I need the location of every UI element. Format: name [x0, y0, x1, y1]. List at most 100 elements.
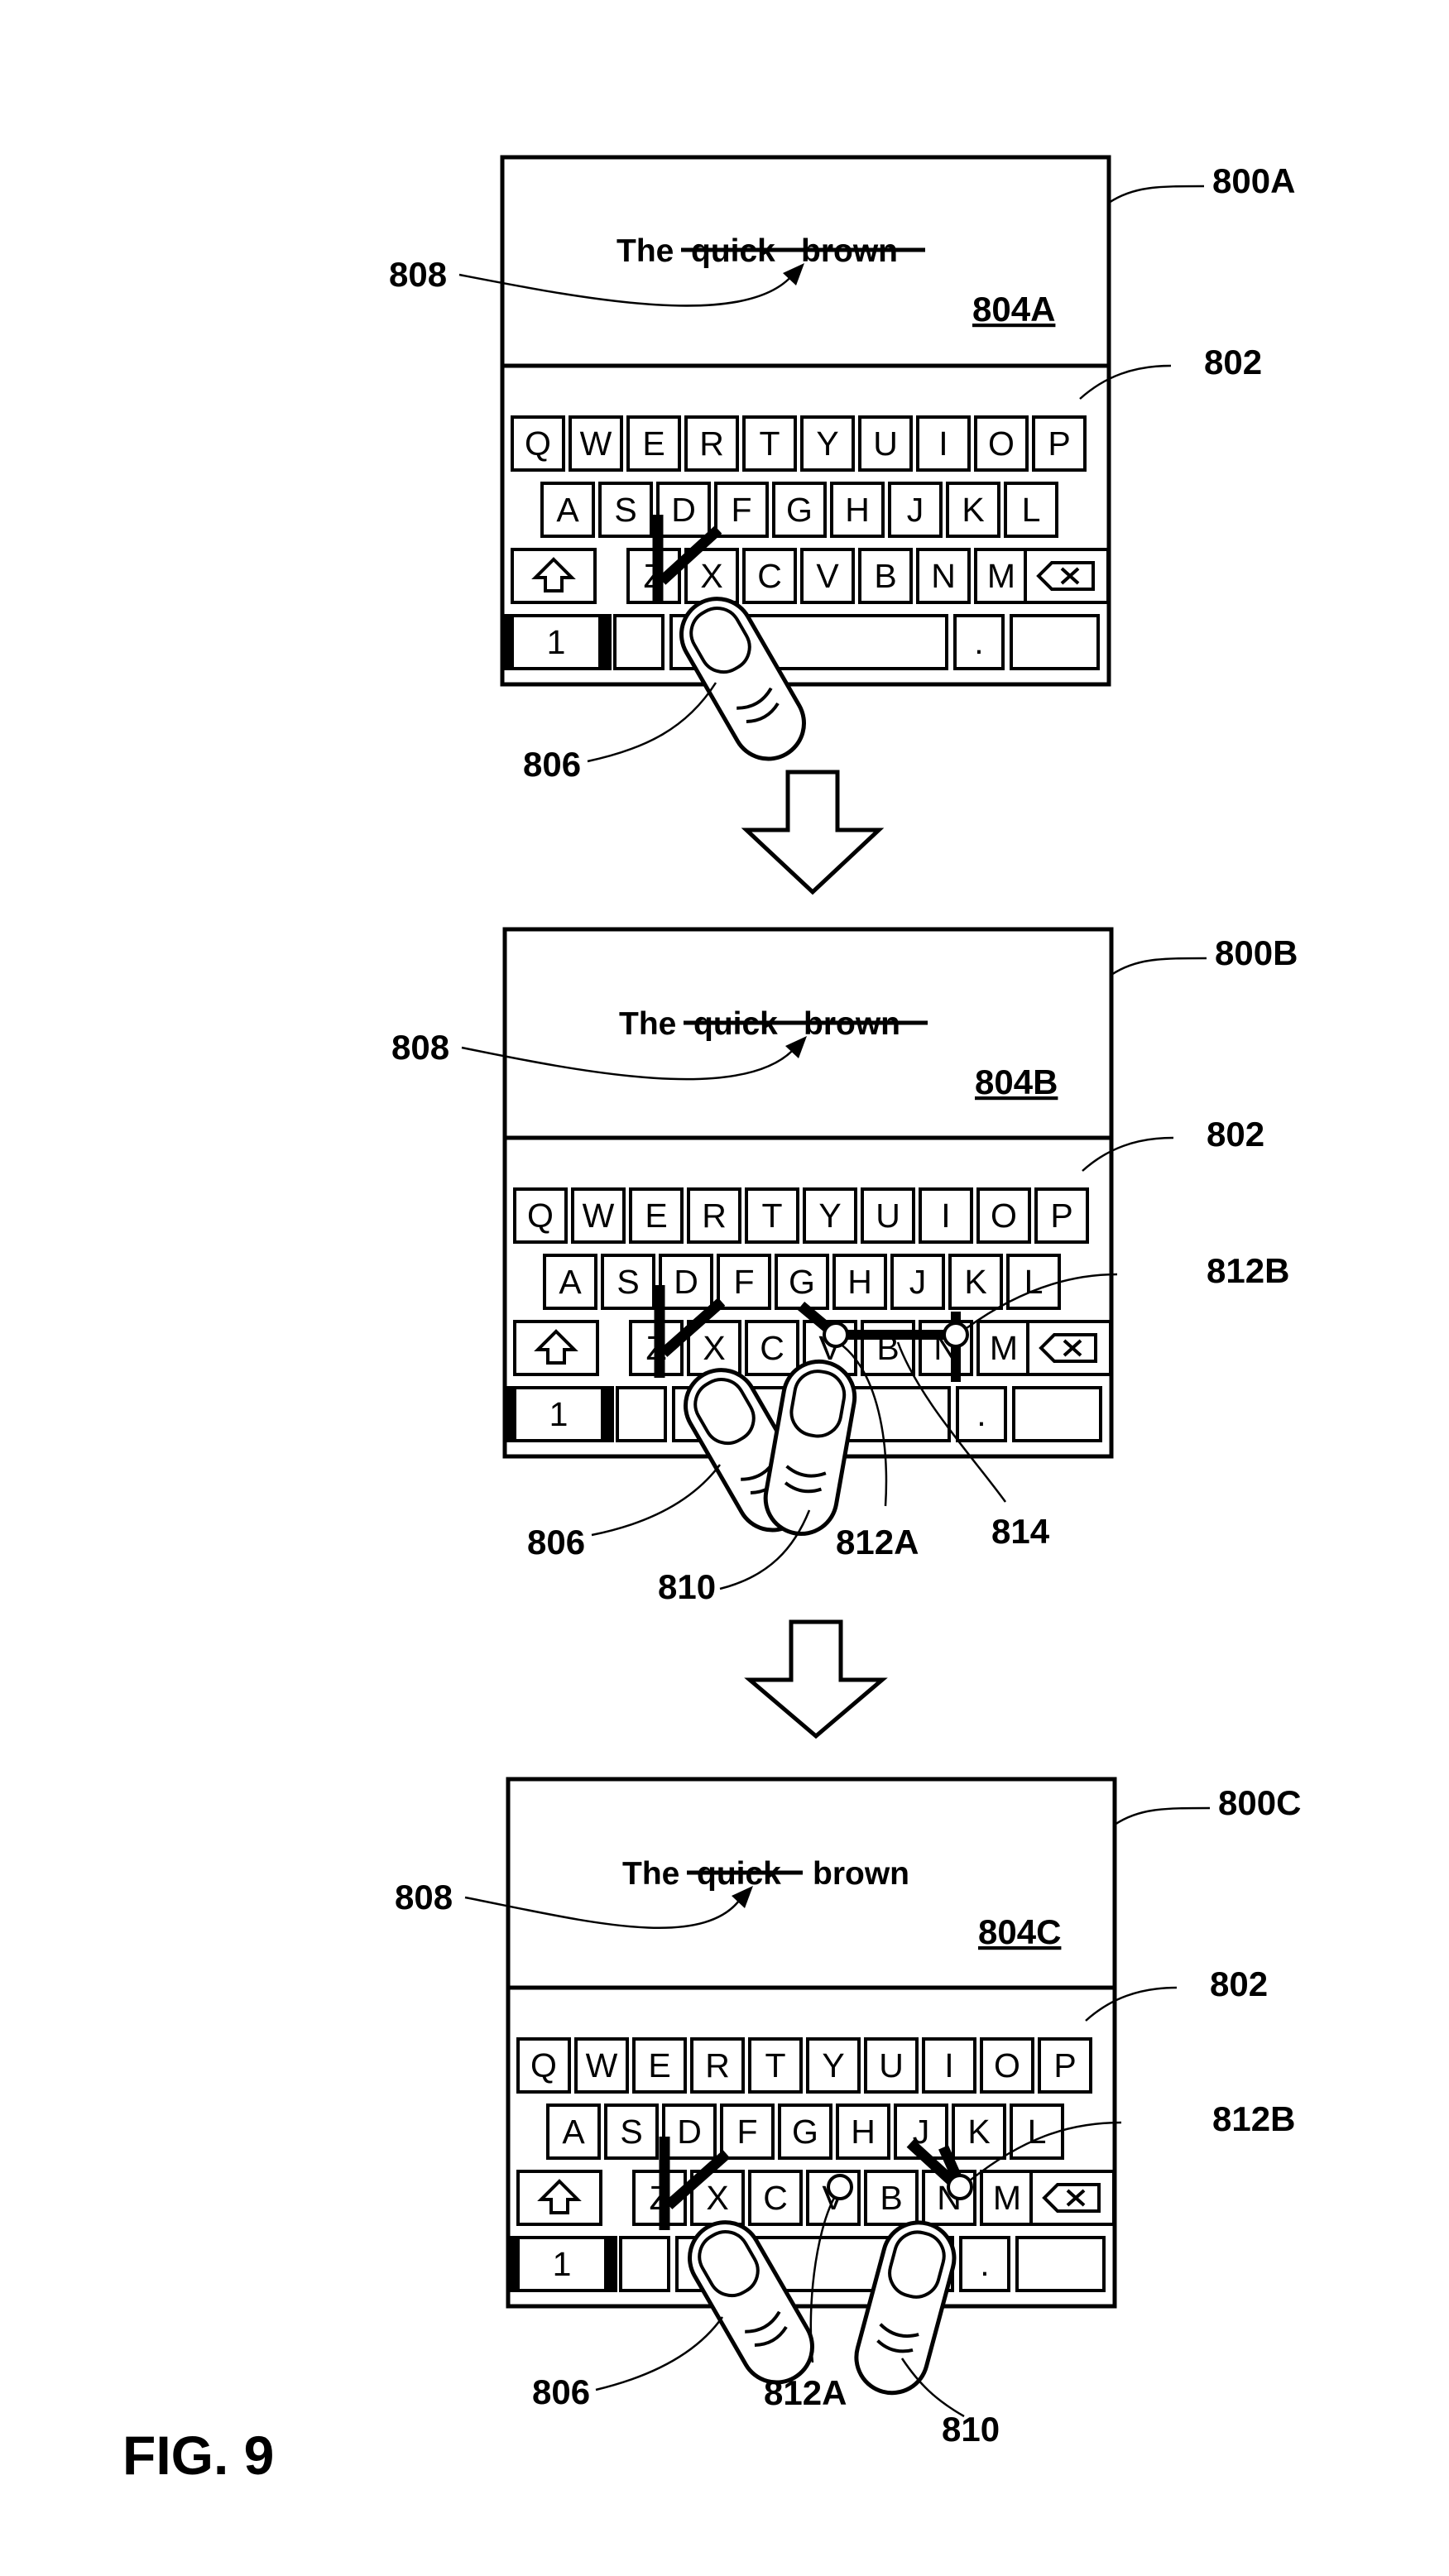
shift-icon[interactable]: [515, 1322, 597, 1374]
key-a[interactable]: A: [542, 483, 593, 536]
key-o[interactable]: O: [976, 417, 1027, 470]
key-s[interactable]: S: [606, 2105, 657, 2158]
shift-icon[interactable]: [518, 2171, 601, 2224]
key-u[interactable]: U: [866, 2039, 917, 2092]
key-y[interactable]: Y: [804, 1189, 856, 1242]
key-p[interactable]: P: [1039, 2039, 1091, 2092]
emoji-key[interactable]: [621, 2238, 669, 2291]
enter-key[interactable]: [1014, 1388, 1101, 1441]
shift-icon[interactable]: [512, 549, 595, 602]
key-l[interactable]: L: [1005, 483, 1057, 536]
key-o[interactable]: O: [981, 2039, 1033, 2092]
number-mode-key[interactable]: 1: [502, 616, 610, 669]
key-d[interactable]: D: [658, 483, 709, 536]
key-a[interactable]: A: [545, 1255, 596, 1308]
key-m[interactable]: M: [976, 549, 1027, 602]
key-b[interactable]: B: [860, 549, 911, 602]
key-j[interactable]: J: [892, 1255, 943, 1308]
key-label: S: [614, 491, 636, 529]
key-e[interactable]: E: [634, 2039, 685, 2092]
key-f[interactable]: F: [718, 1255, 770, 1308]
key-s[interactable]: S: [602, 1255, 654, 1308]
key-label: H: [845, 491, 870, 529]
key-u[interactable]: U: [862, 1189, 914, 1242]
key-r[interactable]: R: [686, 417, 737, 470]
key-p[interactable]: P: [1034, 417, 1085, 470]
finger-810: [760, 1356, 860, 1540]
backspace-key[interactable]: [1028, 1322, 1111, 1374]
key-d[interactable]: D: [660, 1255, 712, 1308]
key-l[interactable]: L: [1008, 1255, 1059, 1308]
period-key[interactable]: .: [957, 1388, 1005, 1441]
key-t[interactable]: T: [750, 2039, 801, 2092]
key-q[interactable]: Q: [518, 2039, 569, 2092]
key-e[interactable]: E: [631, 1189, 682, 1242]
key-m[interactable]: M: [978, 1322, 1029, 1374]
key-e[interactable]: E: [628, 417, 679, 470]
key-f[interactable]: F: [722, 2105, 773, 2158]
key-t[interactable]: T: [746, 1189, 798, 1242]
key-p[interactable]: P: [1036, 1189, 1087, 1242]
key-b[interactable]: B: [866, 2171, 917, 2224]
period-key[interactable]: .: [955, 616, 1003, 669]
key-i[interactable]: I: [920, 1189, 972, 1242]
ref-screen-804a: 804A: [972, 290, 1055, 329]
key-w[interactable]: W: [570, 417, 621, 470]
period-key[interactable]: .: [961, 2238, 1009, 2291]
key-q[interactable]: Q: [515, 1189, 566, 1242]
key-h[interactable]: H: [832, 483, 883, 536]
key-m[interactable]: M: [981, 2171, 1033, 2224]
key-label: L: [1022, 491, 1041, 529]
key-b[interactable]: B: [862, 1322, 914, 1374]
key-label: Q: [527, 1197, 554, 1235]
key-t[interactable]: T: [744, 417, 795, 470]
key-j[interactable]: J: [890, 483, 941, 536]
touch-point-812b: [944, 1323, 967, 1346]
key-i[interactable]: I: [918, 417, 969, 470]
emoji-key[interactable]: [615, 616, 663, 669]
key-g[interactable]: G: [780, 2105, 831, 2158]
key-k[interactable]: K: [950, 1255, 1001, 1308]
key-g[interactable]: G: [774, 483, 825, 536]
key-a[interactable]: A: [548, 2105, 599, 2158]
key-u[interactable]: U: [860, 417, 911, 470]
key-r[interactable]: R: [692, 2039, 743, 2092]
key-o[interactable]: O: [978, 1189, 1029, 1242]
number-mode-key[interactable]: 1: [505, 1388, 612, 1441]
key-d[interactable]: D: [664, 2105, 715, 2158]
key-f[interactable]: F: [716, 483, 767, 536]
key-y[interactable]: Y: [808, 2039, 859, 2092]
key-s[interactable]: S: [600, 483, 651, 536]
keyboard: QWERTYUIOPASDFGHJKLZXCVBNM1.: [502, 417, 1108, 669]
enter-key[interactable]: [1017, 2238, 1104, 2291]
down-arrow-icon: [746, 772, 879, 892]
ref-802: 802: [1207, 1115, 1264, 1154]
key-y[interactable]: Y: [802, 417, 853, 470]
enter-key[interactable]: [1011, 616, 1098, 669]
key-c[interactable]: C: [744, 549, 795, 602]
backspace-key[interactable]: [1031, 2171, 1114, 2224]
key-v[interactable]: V: [802, 549, 853, 602]
key-r[interactable]: R: [689, 1189, 740, 1242]
emoji-key[interactable]: [617, 1388, 665, 1441]
backspace-key[interactable]: [1025, 549, 1108, 602]
leader-806: [588, 683, 716, 761]
key-label: M: [990, 1329, 1018, 1367]
number-mode-key[interactable]: 1: [508, 2238, 616, 2291]
key-w[interactable]: W: [576, 2039, 627, 2092]
key-c[interactable]: C: [750, 2171, 801, 2224]
key-w[interactable]: W: [573, 1189, 624, 1242]
key-n[interactable]: N: [918, 549, 969, 602]
key-label: D: [674, 1263, 698, 1301]
key-q[interactable]: Q: [512, 417, 564, 470]
key-h[interactable]: H: [837, 2105, 889, 2158]
key-k[interactable]: K: [948, 483, 999, 536]
touch-point-812b: [948, 2175, 972, 2199]
key-c[interactable]: C: [746, 1322, 798, 1374]
key-k[interactable]: K: [953, 2105, 1005, 2158]
key-label: M: [993, 2179, 1021, 2217]
key-i[interactable]: I: [924, 2039, 975, 2092]
key-h[interactable]: H: [834, 1255, 885, 1308]
key-label: W: [583, 1197, 615, 1235]
key-g[interactable]: G: [776, 1255, 828, 1308]
